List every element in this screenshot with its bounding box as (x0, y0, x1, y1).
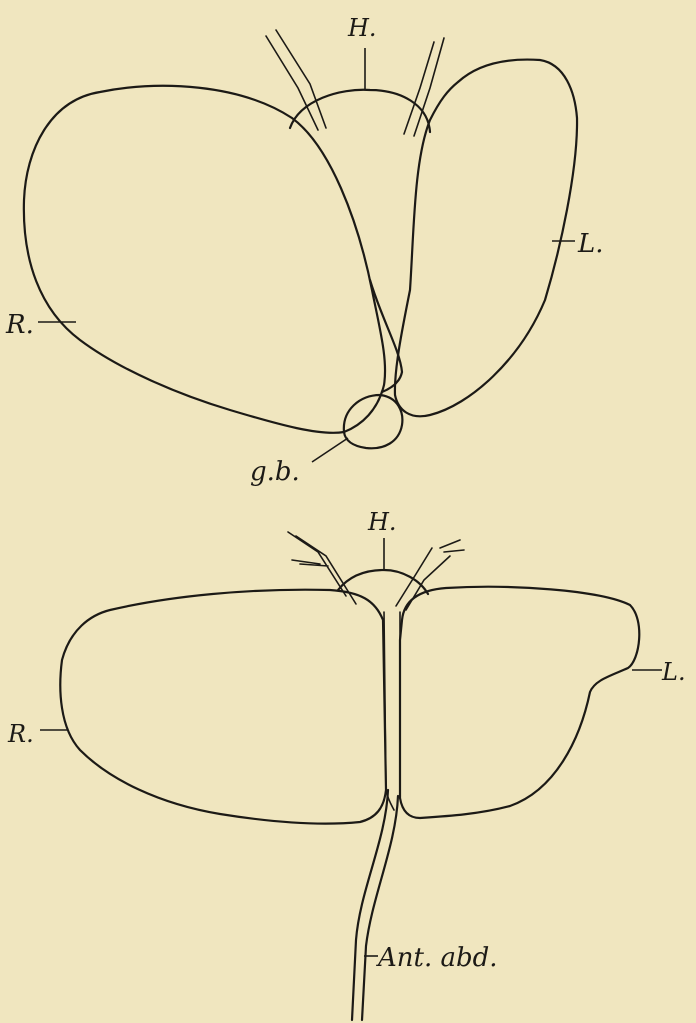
lower-figure: H. L. R. Ant. abd. (7, 508, 686, 1020)
lower-ant-abd-vein-inner (362, 796, 398, 1020)
upper-gb-leader (312, 438, 348, 462)
lower-label-l: L. (661, 658, 686, 686)
lower-label-r: R. (7, 720, 34, 748)
upper-right-lobe (24, 86, 385, 433)
upper-label-l: L. (577, 229, 604, 259)
upper-gall-bladder (344, 395, 403, 448)
lower-label-ant-abd: Ant. abd. (376, 943, 498, 973)
upper-label-gb: g.b. (250, 457, 300, 487)
upper-hilum-dome (290, 90, 430, 132)
lower-central-fissure (384, 612, 394, 810)
lower-hilum-dome (338, 570, 428, 594)
lower-label-h: H. (367, 508, 397, 536)
upper-figure: H. L. R. g.b. (5, 14, 604, 487)
lower-vessel-left (288, 532, 356, 604)
upper-label-h: H. (347, 14, 377, 42)
upper-vessel-right (404, 38, 444, 136)
upper-vessel-left (266, 30, 326, 130)
lower-ant-abd-vein (352, 790, 388, 1020)
upper-label-r: R. (5, 310, 34, 340)
lower-left-lobe (400, 587, 639, 818)
lower-right-lobe (60, 590, 386, 824)
